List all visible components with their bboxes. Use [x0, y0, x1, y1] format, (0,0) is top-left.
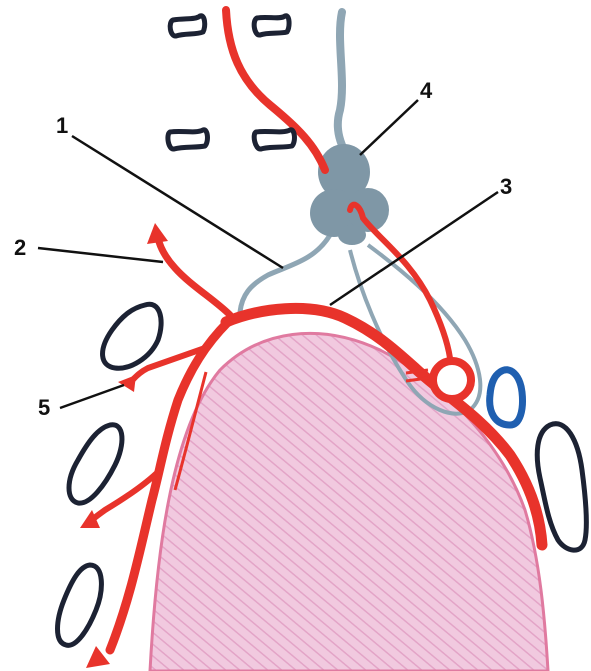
- bone-outline-top-right-1: [254, 16, 289, 35]
- bone-outline-left-3: [58, 565, 102, 645]
- vessel-cross-section-icon: [433, 361, 471, 399]
- bone-outline-top-right-2: [254, 130, 294, 149]
- artery-branch-2: [158, 238, 230, 315]
- arrow-head-icon: [118, 375, 136, 392]
- nerve-trunk: [338, 12, 344, 150]
- leader-line-2: [38, 248, 163, 262]
- leader-line-1: [72, 136, 283, 268]
- label-1: 1: [56, 113, 68, 138]
- bone-outline-left-2: [69, 425, 122, 503]
- organ-body: [150, 333, 548, 671]
- label-5: 5: [38, 395, 50, 420]
- label-3: 3: [500, 174, 512, 199]
- nerve-branch-1: [240, 235, 330, 312]
- bone-outline-top-left-2: [168, 130, 208, 149]
- arrow-head-icon: [147, 223, 168, 244]
- leader-line-5: [60, 385, 124, 408]
- vein-cross-section-icon: [490, 370, 523, 425]
- leader-line-4: [360, 100, 418, 155]
- label-2: 2: [14, 235, 26, 260]
- bone-outline-left-1: [103, 304, 162, 368]
- bone-outline-top-left-1: [170, 16, 205, 36]
- label-4: 4: [420, 78, 433, 103]
